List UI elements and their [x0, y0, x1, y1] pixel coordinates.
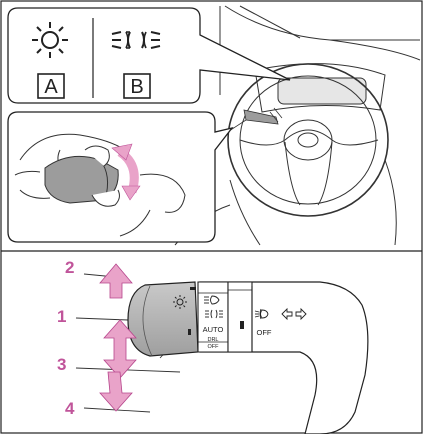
drl-label-line1: DRL	[207, 337, 218, 343]
drl-label-line2: OFF	[208, 344, 220, 350]
icon-b-label: B	[130, 76, 143, 98]
callout-number-4: 4	[65, 399, 75, 418]
off-position-label: OFF	[257, 328, 272, 337]
auto-position-label: AUTO	[203, 325, 224, 334]
callout-number-3: 3	[57, 355, 66, 374]
icon-a-label: A	[44, 76, 58, 98]
callout-number-2: 2	[65, 258, 74, 277]
callout-number-1: 1	[57, 307, 66, 326]
hand-switch-inset	[8, 112, 232, 242]
